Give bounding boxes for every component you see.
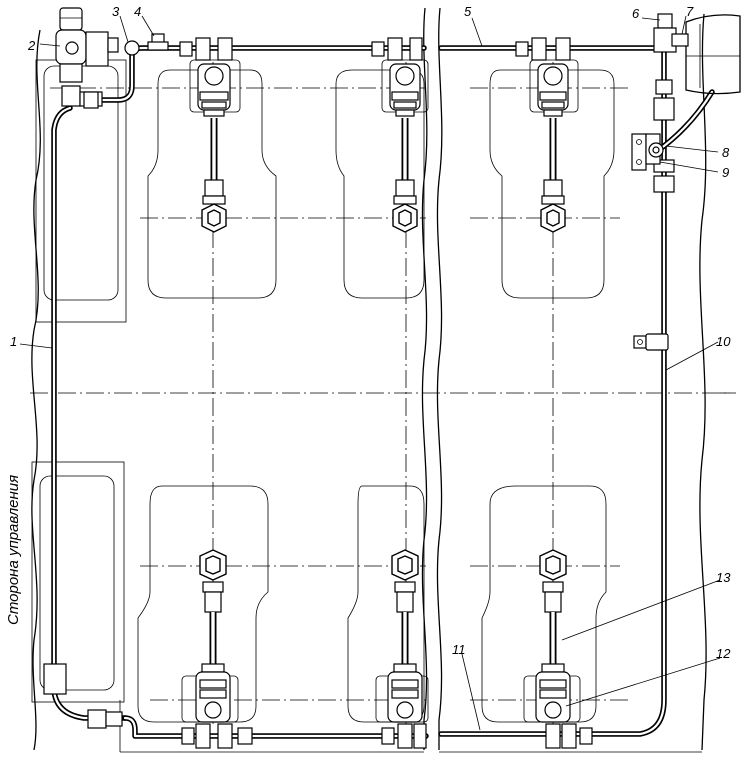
top-assemblies	[189, 59, 579, 233]
callout-7: 7	[686, 4, 694, 19]
callout-13: 13	[716, 570, 731, 585]
callout-2: 2	[27, 38, 36, 53]
axis-lines	[30, 62, 736, 728]
callout-10: 10	[716, 334, 731, 349]
callout-11: 11	[452, 642, 466, 657]
callouts: 2 3 4 5 6 7 8 9 10 1 11 12 13	[10, 4, 731, 661]
callout-3: 3	[112, 4, 120, 19]
callout-12: 12	[716, 646, 731, 661]
manifold-7	[685, 14, 741, 95]
callout-9: 9	[722, 165, 729, 180]
rack-frame	[31, 59, 702, 753]
callout-1: 1	[10, 334, 17, 349]
callout-6: 6	[632, 6, 640, 21]
leader-lines	[19, 15, 721, 731]
main-pipes	[51, 37, 715, 739]
bottom-assemblies	[181, 549, 581, 723]
break-borders	[31, 7, 707, 751]
callout-8: 8	[722, 145, 730, 160]
callout-4: 4	[134, 4, 141, 19]
pump-2	[55, 7, 119, 107]
battery-cells	[137, 69, 615, 723]
pipe-fittings	[43, 13, 689, 749]
callout-5: 5	[464, 4, 472, 19]
control-side-caption: Сторона управления	[5, 475, 22, 625]
